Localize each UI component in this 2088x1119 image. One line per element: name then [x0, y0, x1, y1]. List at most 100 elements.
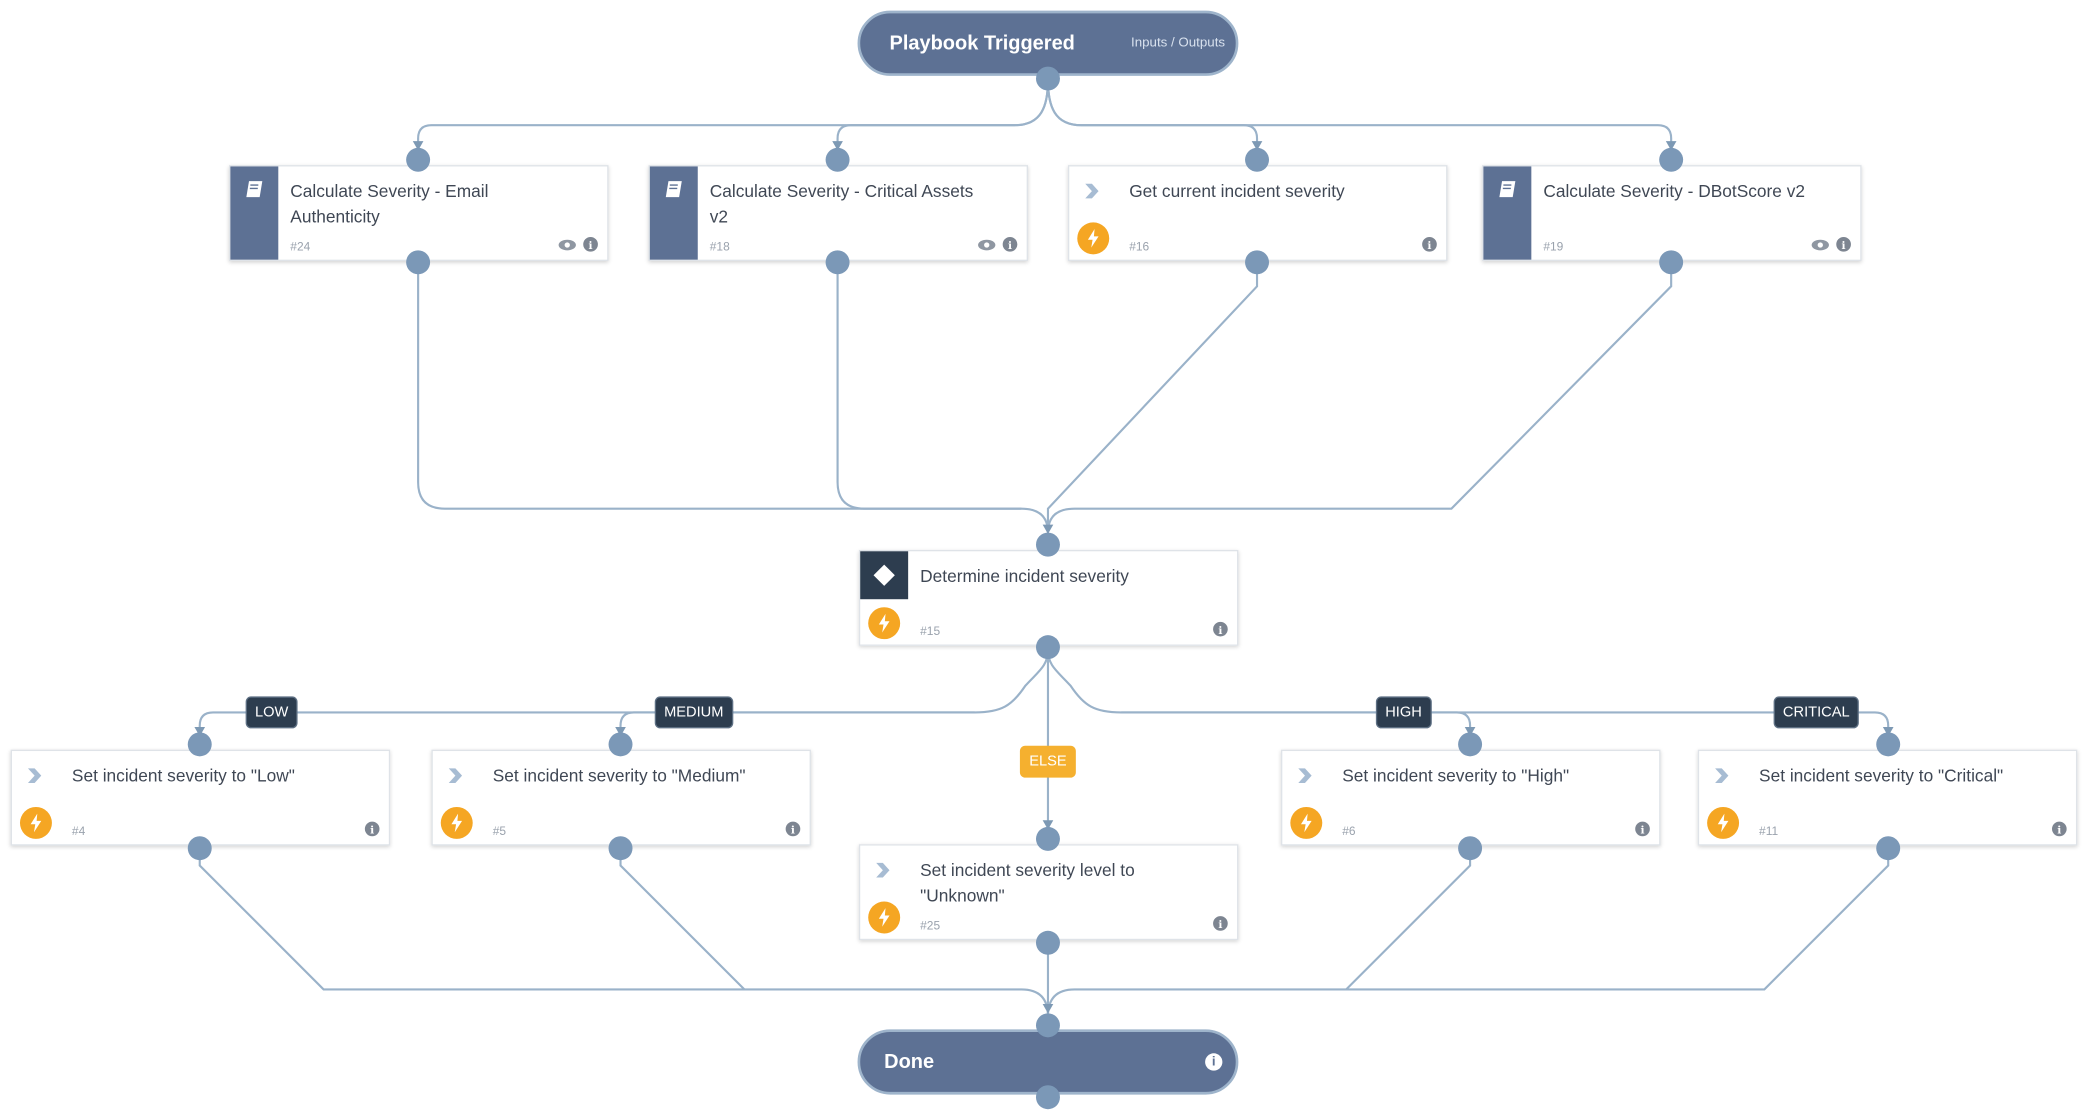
lightning-icon: [1077, 222, 1110, 255]
eye-icon[interactable]: [1811, 237, 1830, 253]
info-icon[interactable]: i: [1213, 916, 1228, 931]
info-icon[interactable]: i: [364, 821, 380, 837]
branch-label-critical[interactable]: CRITICAL: [1773, 696, 1859, 729]
connector: [1345, 849, 1472, 991]
input-port[interactable]: [1876, 732, 1901, 757]
task-number: #16: [1129, 239, 1150, 254]
chevron-icon: [27, 768, 42, 783]
task-number: #24: [290, 239, 311, 254]
output-port[interactable]: [406, 250, 431, 275]
inputs-outputs-link[interactable]: Inputs / Outputs: [1131, 35, 1226, 51]
connector: [1046, 263, 1259, 533]
input-port[interactable]: [608, 732, 633, 757]
task-node-4[interactable]: Set incident severity to "Low" #4 i: [10, 749, 391, 846]
arrow-icon: [1042, 820, 1054, 830]
output-port[interactable]: [1035, 635, 1060, 660]
branch-label-high[interactable]: HIGH: [1375, 696, 1432, 729]
connector: [619, 711, 975, 741]
info-icon[interactable]: i: [1213, 621, 1228, 637]
sub-playbook-bar: [1483, 166, 1532, 260]
input-port[interactable]: [1035, 1013, 1060, 1038]
output-port[interactable]: [1035, 930, 1060, 955]
output-port[interactable]: [1458, 836, 1483, 861]
eye-icon[interactable]: [558, 237, 577, 253]
arrow-icon: [1665, 141, 1677, 151]
connector: [417, 263, 1050, 533]
info-icon[interactable]: i: [1635, 821, 1650, 837]
condition-node-15[interactable]: Determine incident severity #15 i: [858, 549, 1239, 646]
output-port[interactable]: [1245, 250, 1270, 275]
branch-label-low[interactable]: LOW: [245, 696, 298, 729]
input-port[interactable]: [1245, 147, 1270, 172]
input-port[interactable]: [187, 732, 212, 757]
book-icon: [665, 181, 682, 198]
task-node-25[interactable]: Set incident severity level to "Unknown"…: [858, 844, 1239, 941]
input-port[interactable]: [1659, 147, 1684, 172]
task-title: Set incident severity to "Low": [71, 765, 295, 786]
branch-label-medium[interactable]: MEDIUM: [654, 696, 733, 729]
arrow-icon: [615, 727, 626, 737]
lightning-icon: [1707, 806, 1740, 839]
task-node-11[interactable]: Set incident severity to "Critical" #11 …: [1697, 749, 2078, 846]
arrow-icon: [1042, 524, 1054, 534]
connector: [1046, 263, 1673, 533]
input-port[interactable]: [825, 147, 850, 172]
connector: [1046, 79, 1259, 163]
task-node-5[interactable]: Set incident severity to "Medium" #5 i: [431, 749, 811, 846]
chevron-icon: [1085, 183, 1099, 199]
playbook-triggered-node[interactable]: Playbook Triggered Inputs / Outputs: [857, 10, 1239, 76]
condition-bar: [860, 551, 909, 600]
input-port[interactable]: [406, 147, 431, 172]
task-node-6[interactable]: Set incident severity to "High" #6 i: [1280, 749, 1661, 846]
lightning-icon: [19, 806, 52, 839]
task-title: Set incident severity to "Medium": [492, 765, 746, 786]
task-number: #6: [1342, 824, 1356, 838]
task-title: Set incident severity level to "Unknown": [920, 860, 1135, 906]
info-icon[interactable]: i: [1836, 237, 1851, 252]
input-port[interactable]: [1035, 532, 1060, 557]
connector: [619, 849, 746, 991]
info-icon[interactable]: i: [1002, 237, 1018, 252]
lightning-icon: [868, 901, 901, 934]
output-port[interactable]: [825, 250, 850, 275]
task-number: #19: [1543, 239, 1564, 254]
info-icon[interactable]: i: [1422, 237, 1437, 252]
node-title: Playbook Triggered: [889, 31, 1075, 55]
sub-playbook-bar: [649, 166, 698, 260]
input-port[interactable]: [1035, 826, 1060, 851]
output-port[interactable]: [608, 836, 633, 861]
task-title: Calculate Severity - DBotScore v2: [1543, 181, 1806, 202]
output-port[interactable]: [1659, 250, 1684, 275]
arrow-icon: [412, 141, 424, 151]
task-number: #4: [71, 824, 86, 838]
output-port[interactable]: [1035, 1085, 1060, 1110]
output-port[interactable]: [187, 836, 212, 861]
task-title: Determine incident severity: [920, 565, 1129, 586]
connector: [836, 263, 1022, 510]
connector: [417, 79, 1050, 163]
task-number: #15: [920, 624, 941, 638]
chevron-icon: [448, 768, 463, 783]
output-port[interactable]: [1035, 66, 1060, 91]
branch-label-else[interactable]: ELSE: [1019, 745, 1077, 778]
info-icon[interactable]: i: [583, 237, 598, 252]
info-icon[interactable]: i: [785, 821, 801, 837]
task-node-19[interactable]: Calculate Severity - DBotScore v2 #19 i: [1482, 165, 1862, 261]
branch-label-text: MEDIUM: [664, 704, 724, 721]
task-number: #11: [1759, 824, 1779, 838]
task-node-18[interactable]: Calculate Severity - Critical Assets v2 …: [648, 165, 1028, 261]
task-node-24[interactable]: Calculate Severity - Email Authenticity …: [229, 165, 609, 261]
lightning-icon: [868, 607, 901, 640]
task-title: Set incident severity to "Critical": [1759, 765, 2004, 786]
branch-label-text: ELSE: [1029, 753, 1067, 770]
branch-label-text: HIGH: [1385, 704, 1422, 721]
output-port[interactable]: [1876, 836, 1901, 861]
info-icon[interactable]: i: [1205, 1053, 1223, 1071]
task-node-16[interactable]: Get current incident severity #16 i: [1067, 165, 1448, 261]
branch-label-text: LOW: [254, 704, 289, 721]
eye-icon[interactable]: [977, 237, 996, 253]
info-icon[interactable]: i: [2051, 821, 2067, 837]
input-port[interactable]: [1458, 732, 1483, 757]
